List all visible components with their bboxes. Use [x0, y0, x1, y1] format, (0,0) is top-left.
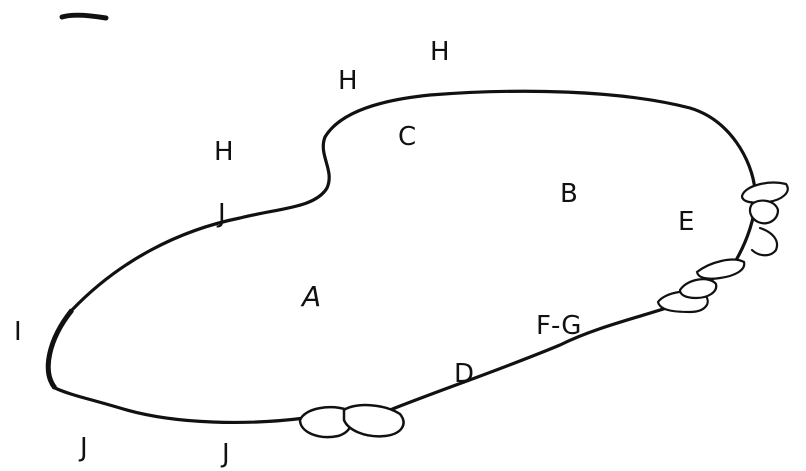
bottom-nodules [300, 405, 404, 437]
label-h-middle: H [338, 66, 358, 96]
outline-thick-segment [48, 310, 72, 388]
right-nodule-2 [680, 279, 716, 298]
label-j-lower-middle: J [220, 439, 230, 469]
right-nodule-3 [697, 260, 744, 279]
label-a: A [300, 280, 321, 313]
label-f-g: F-G [536, 311, 581, 341]
bottom-nodule-right [344, 405, 404, 436]
label-j-upper: J [216, 199, 226, 229]
corner-mark [62, 15, 106, 18]
right-end-nodule-mid [750, 201, 778, 224]
right-end-nodules [742, 183, 788, 256]
label-e: E [678, 207, 694, 237]
right-end-nodule-hook [752, 228, 777, 255]
label-d: D [454, 359, 474, 389]
label-h-left: H [214, 137, 234, 167]
label-i: I [14, 317, 22, 347]
label-c: C [398, 122, 416, 152]
label-b: B [560, 179, 578, 209]
label-h-right: H [430, 37, 450, 67]
label-j-lower-left: J [78, 433, 88, 463]
right-nodules [658, 260, 744, 312]
